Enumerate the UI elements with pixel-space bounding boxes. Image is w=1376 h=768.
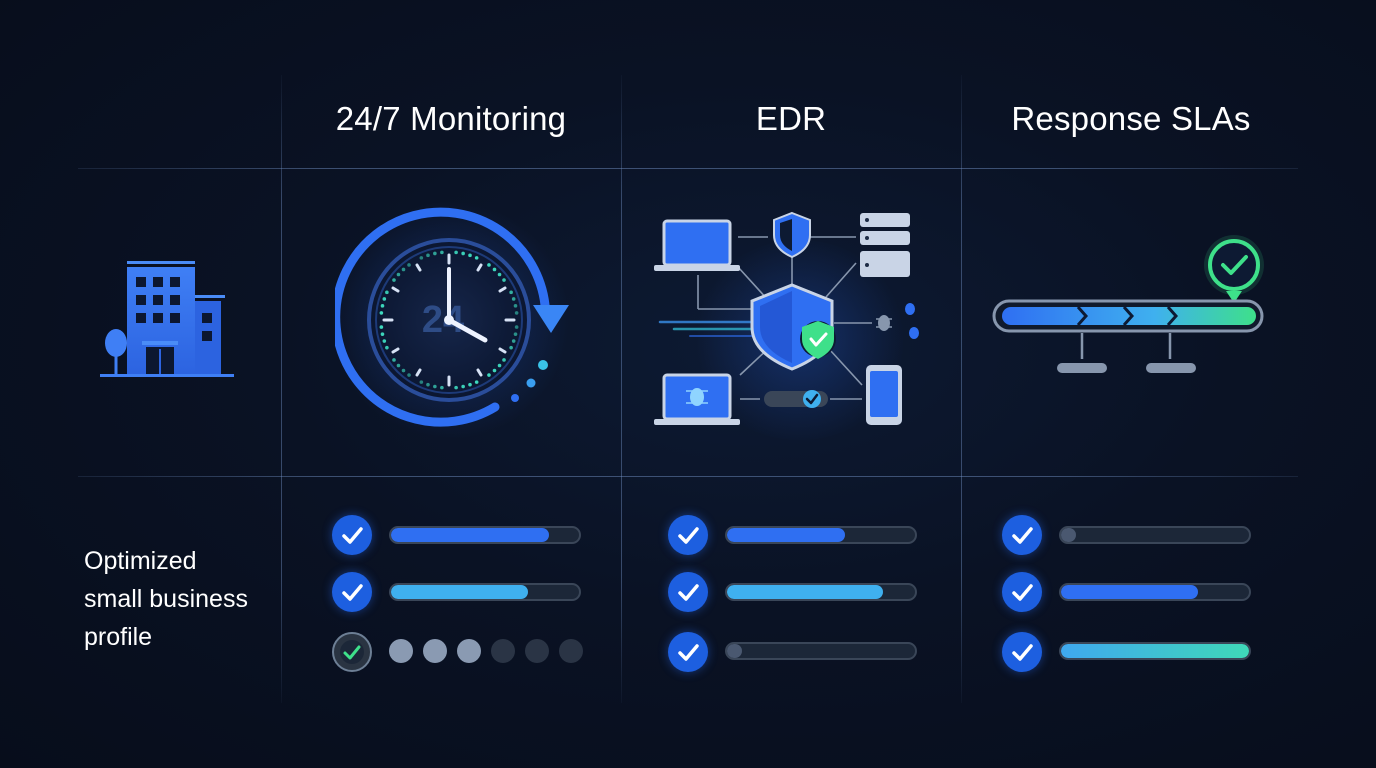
level-dot bbox=[389, 639, 413, 663]
column-title-edr: EDR bbox=[755, 100, 827, 137]
level-dot bbox=[457, 639, 481, 663]
sla-timeline-icon bbox=[992, 235, 1264, 373]
check-circle-icon bbox=[332, 572, 372, 612]
level-dot bbox=[559, 639, 583, 663]
check-circle-icon bbox=[668, 515, 708, 555]
level-fill bbox=[391, 528, 549, 542]
level-bar bbox=[725, 526, 917, 544]
clock-24-icon: 24 bbox=[335, 207, 569, 427]
clock-24-label: 24 bbox=[422, 299, 464, 341]
level-fill bbox=[391, 585, 529, 599]
column-title-monitoring: 24/7 Monitoring bbox=[335, 100, 567, 137]
row-label-line: small business bbox=[84, 585, 248, 613]
grid-divider bbox=[281, 75, 282, 703]
level-bar bbox=[389, 583, 581, 601]
check-circle-icon bbox=[1002, 632, 1042, 672]
level-fill bbox=[1061, 644, 1249, 658]
column-title-sla: Response SLAs bbox=[1011, 100, 1251, 137]
grid-divider bbox=[78, 476, 1298, 477]
level-fill bbox=[727, 644, 743, 658]
level-dot bbox=[525, 639, 549, 663]
check-circle-icon bbox=[332, 515, 372, 555]
endpoint-network-icon bbox=[654, 211, 919, 425]
level-bar bbox=[1059, 526, 1251, 544]
check-circle-icon bbox=[668, 572, 708, 612]
row-label-line: Optimized bbox=[84, 547, 197, 575]
level-bar bbox=[1059, 642, 1251, 660]
level-dots bbox=[389, 639, 589, 663]
level-dot bbox=[491, 639, 515, 663]
row-label-line: profile bbox=[84, 623, 153, 651]
grid-divider bbox=[78, 168, 1298, 169]
level-fill bbox=[1061, 528, 1077, 542]
check-circle-icon bbox=[1002, 515, 1042, 555]
office-building-icon bbox=[100, 261, 234, 377]
level-bar bbox=[725, 583, 917, 601]
level-fill bbox=[1061, 585, 1199, 599]
level-fill bbox=[727, 528, 846, 542]
check-circle-icon bbox=[1002, 572, 1042, 612]
grid-divider bbox=[961, 75, 962, 703]
level-bar bbox=[389, 526, 581, 544]
level-bar bbox=[725, 642, 917, 660]
grid-divider bbox=[621, 75, 622, 703]
level-dot bbox=[423, 639, 447, 663]
level-bar bbox=[1059, 583, 1251, 601]
partial-check-icon bbox=[332, 632, 372, 672]
level-fill bbox=[727, 585, 884, 599]
row-label: Optimized small business profile bbox=[84, 542, 284, 656]
check-circle-icon bbox=[668, 632, 708, 672]
